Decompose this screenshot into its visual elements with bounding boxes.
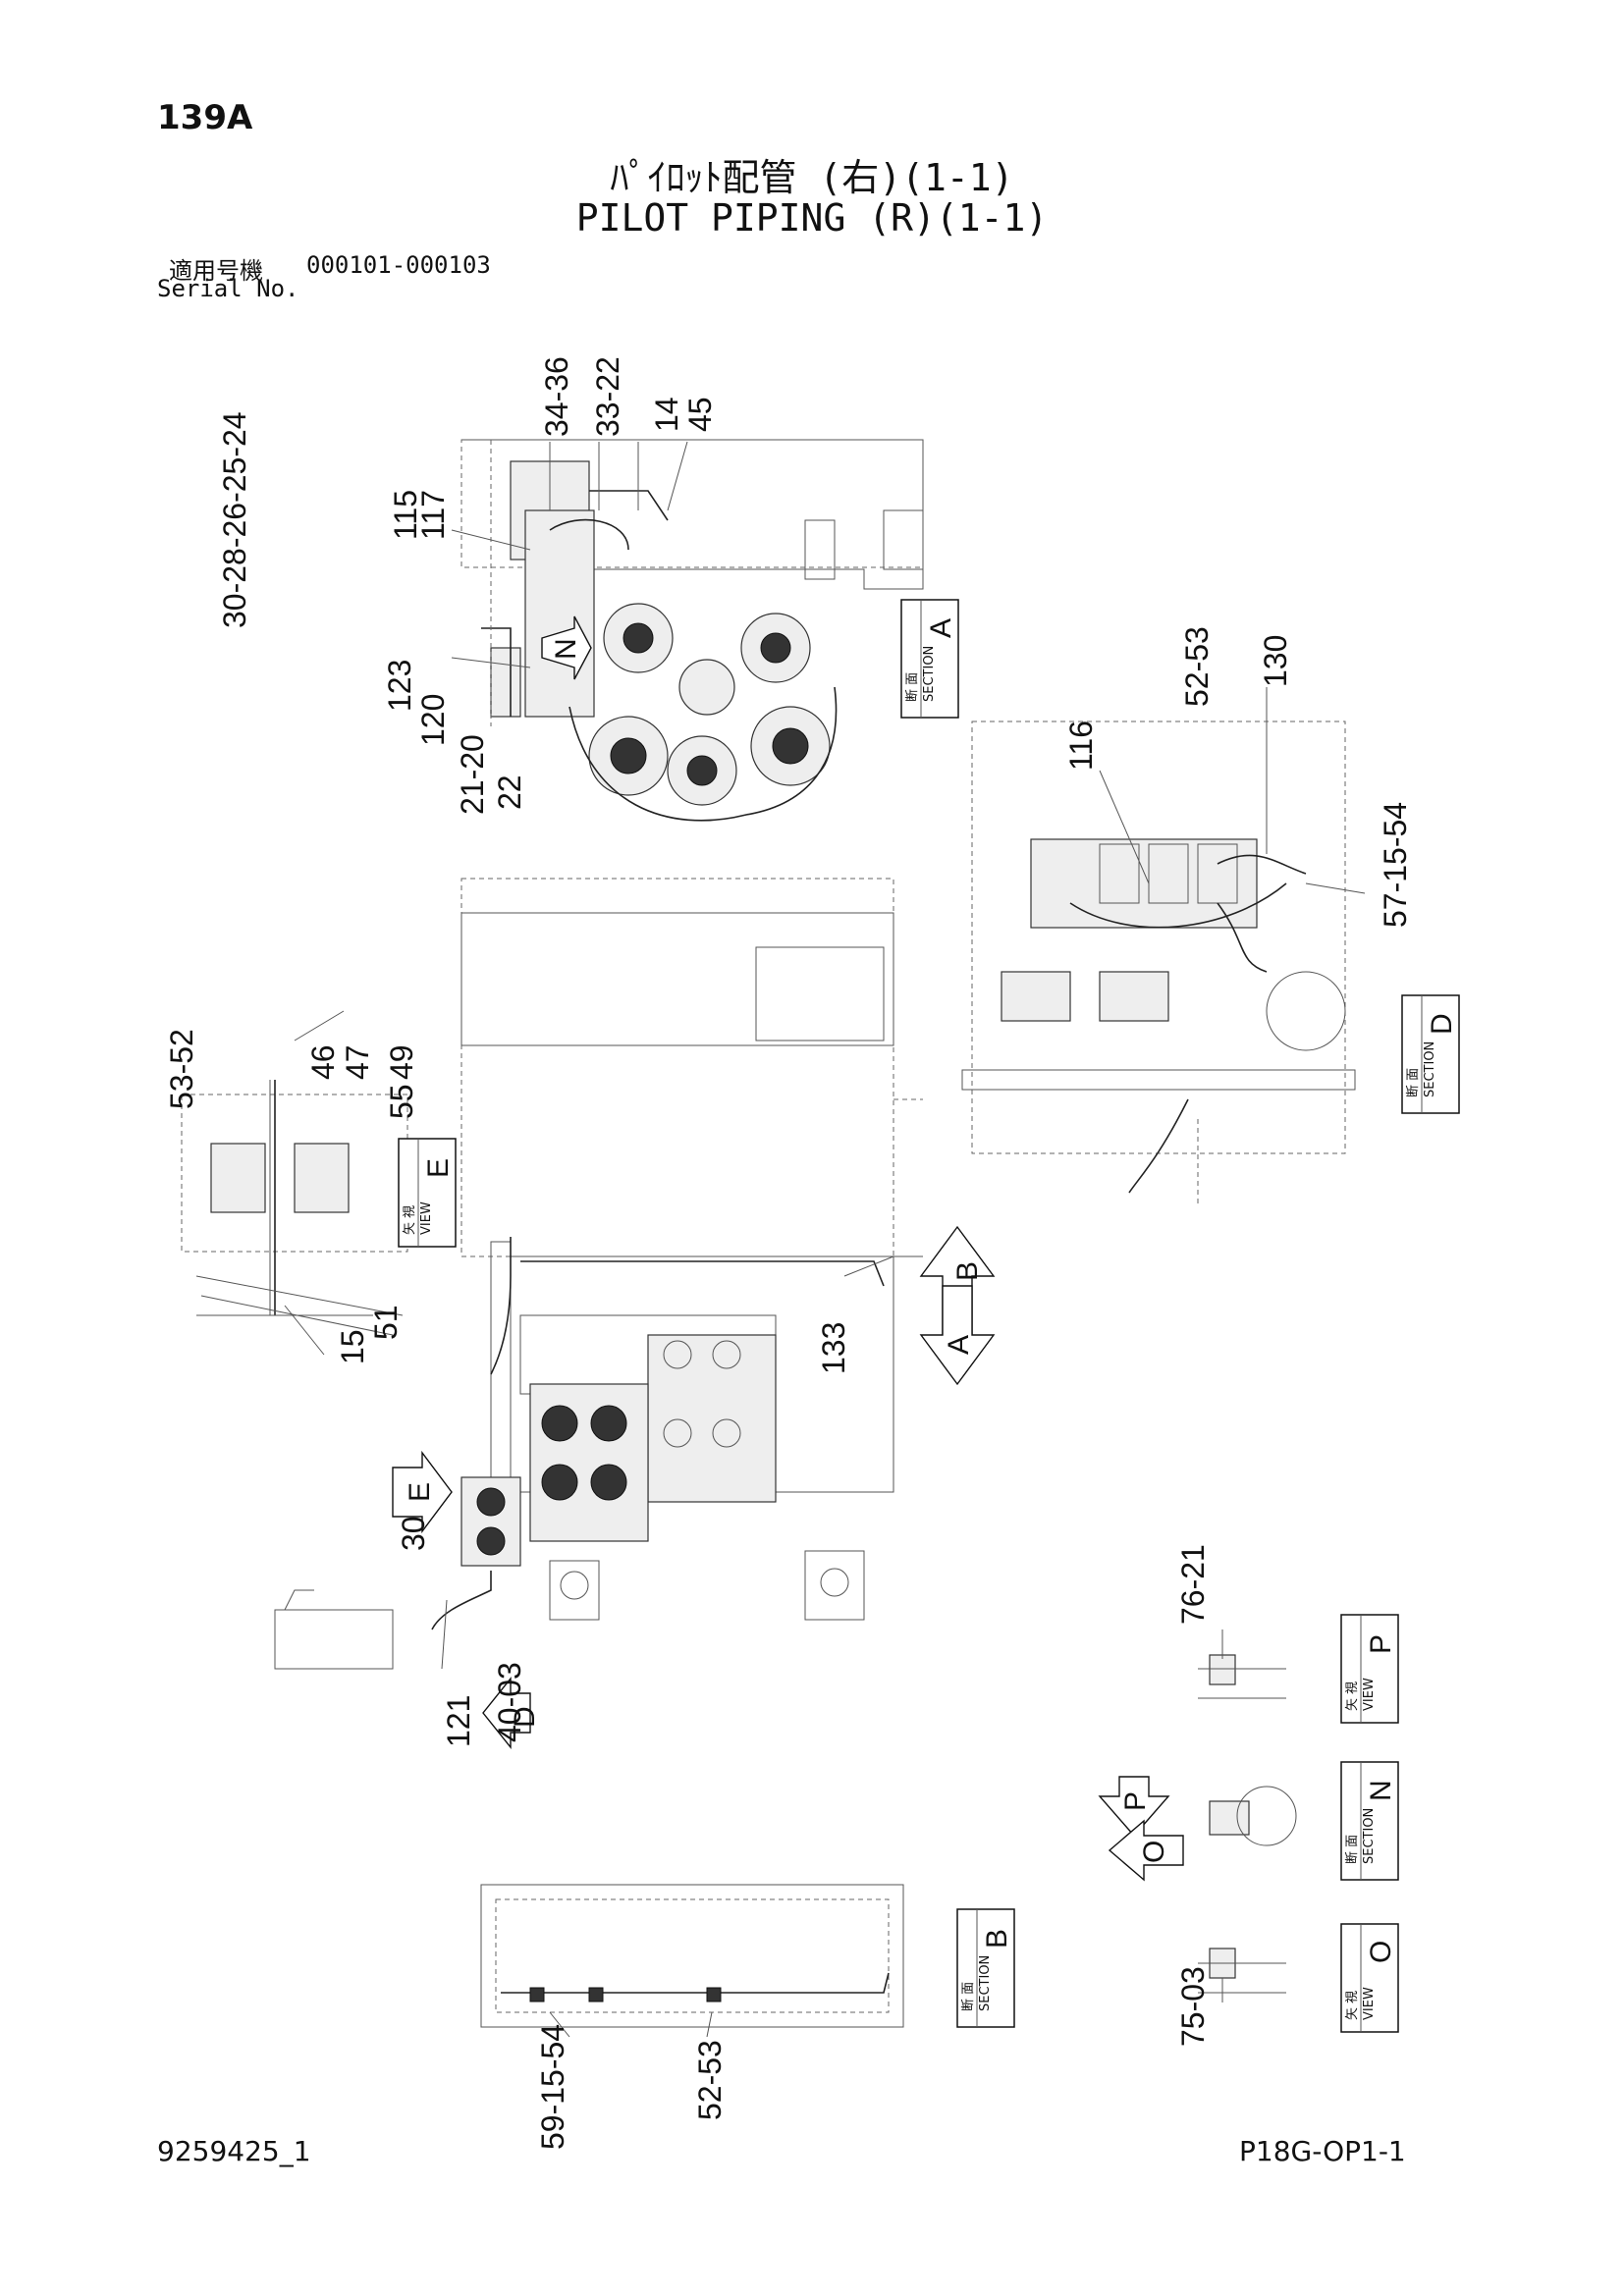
- sheet-code: P18G-OP1-1: [1239, 2135, 1406, 2167]
- detail-views: [1198, 1654, 1297, 1994]
- page-number: 139A: [157, 98, 253, 137]
- svg-text:SECTION: SECTION: [1362, 1808, 1377, 1864]
- serial-label-japanese: 適用号機: [169, 257, 263, 285]
- svg-text:断 面: 断 面: [961, 1982, 976, 2011]
- svg-text:D: D: [509, 1706, 541, 1728]
- svg-text:B: B: [951, 1261, 984, 1281]
- svg-text:矢 視: 矢 視: [1345, 1682, 1360, 1711]
- svg-text:SECTION: SECTION: [1423, 1041, 1437, 1097]
- section-a-jp: 断 面: [905, 672, 920, 702]
- section-a-letter: A: [925, 618, 957, 638]
- view-p-letter: P: [1365, 1634, 1397, 1654]
- callout-22: 22: [492, 774, 527, 810]
- callout-49: 49: [384, 1044, 419, 1080]
- arrow-o: O: [1108, 1819, 1184, 1882]
- figure-number: 9259425_1: [157, 2135, 311, 2167]
- callouts: 34-36 33-22 14 45 115 117 30-28-26-25-24…: [164, 356, 1413, 2150]
- svg-text:A: A: [943, 1335, 975, 1355]
- callout-45: 45: [682, 397, 718, 432]
- svg-text:VIEW: VIEW: [419, 1201, 434, 1235]
- arrow-a: A: [919, 1285, 996, 1386]
- callout-121: 121: [441, 1695, 476, 1747]
- callout-46: 46: [305, 1044, 341, 1080]
- section-d-assembly: [961, 721, 1356, 1207]
- svg-text:VIEW: VIEW: [1362, 1987, 1377, 2020]
- svg-text:SECTION: SECTION: [978, 1955, 993, 2011]
- callout-30-24: 30-28-26-25-24: [217, 411, 252, 628]
- arrow-n: N: [541, 615, 592, 680]
- leader-lines: [284, 441, 1366, 2038]
- svg-text:P: P: [1119, 1791, 1152, 1811]
- callout-15: 15: [335, 1329, 370, 1364]
- callout-116: 116: [1063, 721, 1099, 771]
- callout-34-36: 34-36: [539, 356, 574, 437]
- callout-59-15-54: 59-15-54: [535, 2024, 570, 2150]
- callout-53-52: 53-52: [164, 1029, 199, 1109]
- callout-130: 130: [1258, 635, 1293, 687]
- callout-117: 117: [415, 490, 451, 540]
- svg-text:O: O: [1138, 1841, 1170, 1863]
- svg-text:VIEW: VIEW: [1362, 1678, 1377, 1711]
- svg-text:断 面: 断 面: [1345, 1835, 1360, 1864]
- callout-21-20: 21-20: [455, 734, 490, 815]
- callout-33-22: 33-22: [590, 356, 625, 437]
- title-japanese: ﾊﾟｲﾛｯﾄ配管 (右)(1-1): [610, 156, 1014, 199]
- title-english: PILOT PIPING (R)(1-1): [575, 196, 1049, 240]
- view-e-box: 矢 視 VIEW E: [398, 1138, 457, 1248]
- view-p-box: 矢 視 VIEW P: [1340, 1614, 1399, 1724]
- section-n-box: 断 面 SECTION N: [1340, 1761, 1399, 1881]
- view-e-letter: E: [422, 1158, 455, 1178]
- serial-range: 000101-000103: [306, 251, 491, 279]
- callout-76-21: 76-21: [1175, 1544, 1211, 1625]
- section-d-letter: D: [1426, 1013, 1458, 1035]
- callout-40-03: 40-03: [492, 1662, 527, 1742]
- svg-text:E: E: [404, 1482, 436, 1502]
- callout-133: 133: [816, 1322, 851, 1374]
- callout-30: 30: [396, 1516, 431, 1551]
- section-n-letter: N: [1365, 1780, 1397, 1801]
- section-d-box: 断 面 SECTION D: [1401, 994, 1460, 1114]
- callout-75-03: 75-03: [1175, 1966, 1211, 2047]
- section-b-assembly: [480, 1884, 904, 2028]
- view-e-assembly: [181, 1080, 408, 1336]
- callout-120: 120: [415, 694, 451, 746]
- svg-text:矢 視: 矢 視: [1345, 1991, 1360, 2020]
- svg-text:断 面: 断 面: [1406, 1068, 1421, 1097]
- svg-text:N: N: [550, 638, 582, 660]
- section-b-letter: B: [981, 1929, 1013, 1949]
- arrow-e: E: [392, 1450, 453, 1534]
- callout-51: 51: [368, 1305, 404, 1340]
- callout-57-15-54: 57-15-54: [1378, 802, 1413, 928]
- top-assembly: [460, 439, 924, 822]
- callout-123: 123: [382, 660, 417, 712]
- callout-47: 47: [340, 1044, 375, 1080]
- serial-label-english: Serial No.: [157, 275, 299, 302]
- callout-52-53-b: 52-53: [692, 2040, 728, 2120]
- callout-52-53: 52-53: [1179, 626, 1215, 707]
- callout-115: 115: [388, 490, 423, 540]
- arrow-p: P: [1098, 1776, 1170, 1838]
- section-a-en: SECTION: [922, 646, 937, 702]
- view-o-box: 矢 視 VIEW O: [1340, 1923, 1399, 2033]
- arrow-d: D: [482, 1677, 541, 1749]
- callout-55: 55: [384, 1084, 419, 1119]
- svg-text:矢 視: 矢 視: [403, 1205, 417, 1235]
- main-frame: [274, 878, 923, 1670]
- section-b-box: 断 面 SECTION B: [956, 1908, 1015, 2028]
- section-a-box: 断 面 SECTION A: [900, 599, 959, 719]
- view-o-letter: O: [1365, 1941, 1397, 1963]
- callout-14: 14: [649, 397, 684, 432]
